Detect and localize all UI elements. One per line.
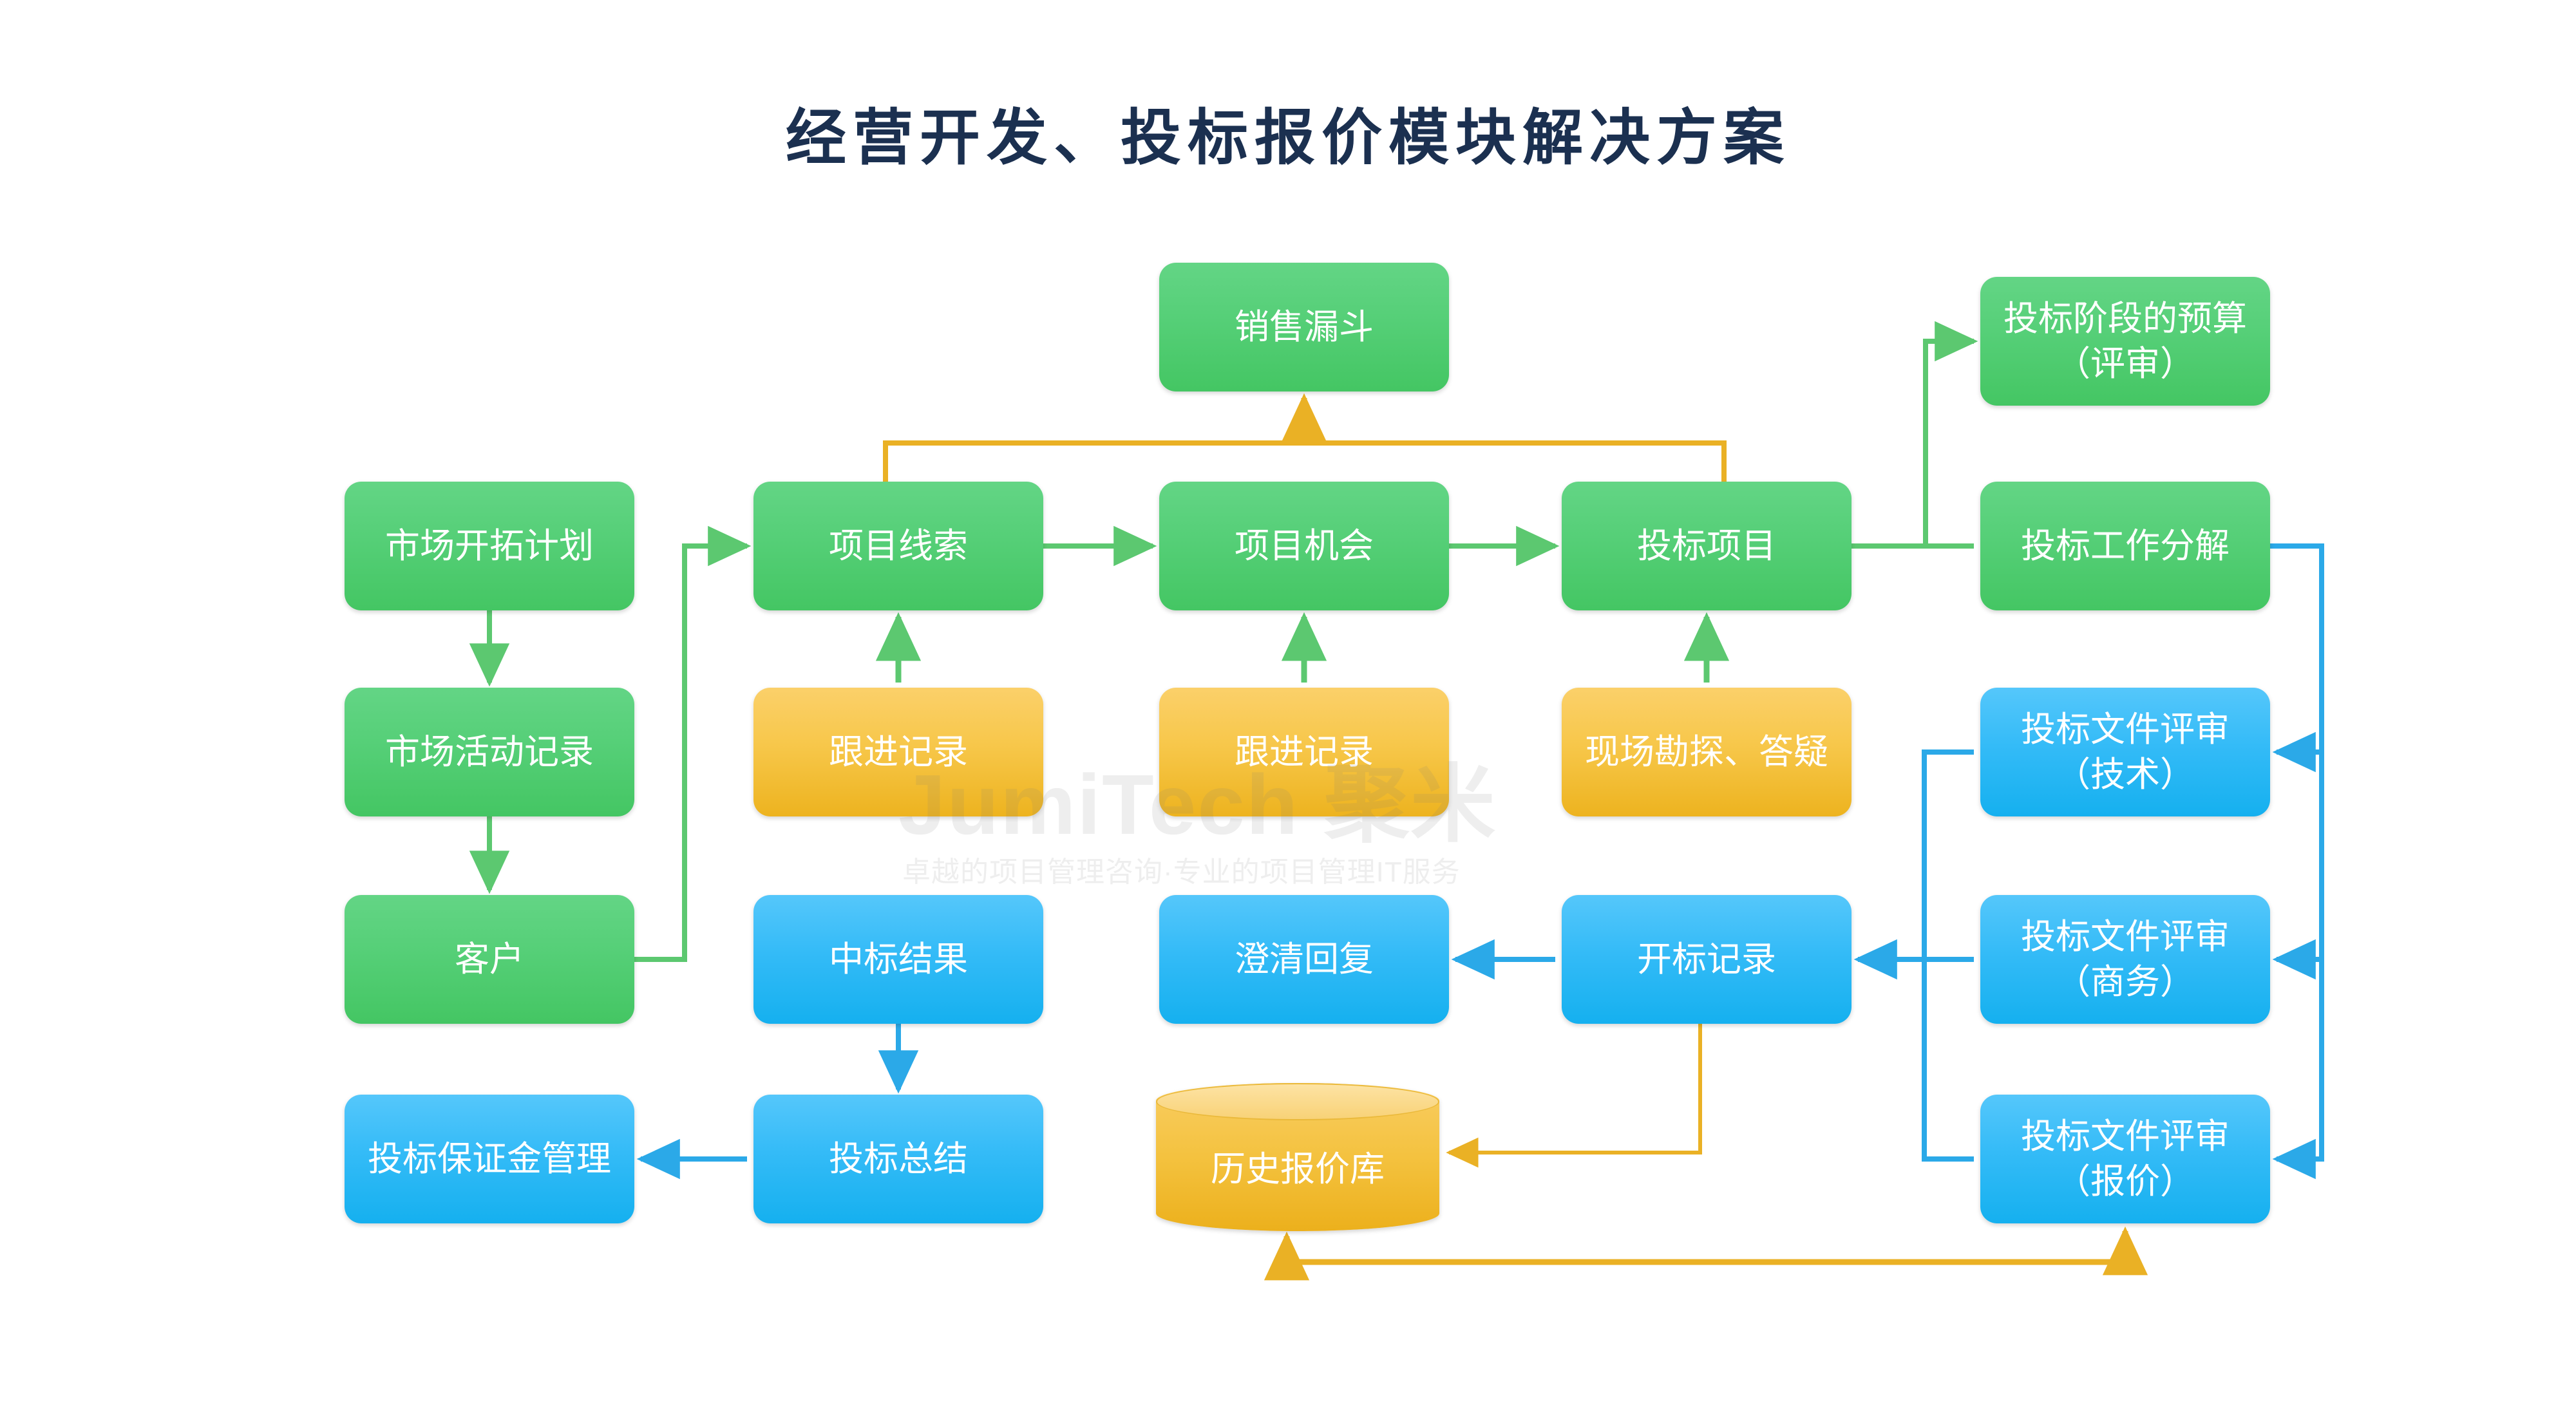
edge-bid-doc-tech-to-bus <box>1922 749 1974 959</box>
edge-project-clue-to-sales-funnel <box>883 440 1727 482</box>
node-label: 市场开拓计划 <box>385 526 594 565</box>
edge-bid-doc-price-to-bus <box>1922 959 1974 1162</box>
node-label: 销售漏斗 <box>1235 307 1374 346</box>
node-label: 中标结果 <box>829 939 968 979</box>
node-bid-wbs[interactable]: 投标工作分解 <box>1980 482 2270 610</box>
node-bid-result[interactable]: 中标结果 <box>753 895 1043 1024</box>
node-label: 投标保证金管理 <box>368 1139 611 1178</box>
node-site-survey[interactable]: 现场勘探、答疑 <box>1562 688 1852 816</box>
node-label: 市场活动记录 <box>385 732 594 771</box>
node-bid-budget-review[interactable]: 投标阶段的预算（评审） <box>1980 277 2270 406</box>
node-label: 客户 <box>455 939 524 979</box>
node-market-activity[interactable]: 市场活动记录 <box>345 688 634 816</box>
edge-bid-wbs-to-bid-budget-review <box>1923 321 1978 546</box>
node-project-clue[interactable]: 项目线索 <box>753 482 1043 610</box>
node-bid-doc-tech[interactable]: 投标文件评审（技术） <box>1980 688 2270 816</box>
node-label: 澄清回复 <box>1235 939 1374 979</box>
node-label: 投标文件评审（技术） <box>2021 710 2230 794</box>
node-label: 项目线索 <box>829 526 968 565</box>
page-title: 经营开发、投标报价模块解决方案 <box>785 104 1790 171</box>
node-customer[interactable]: 客户 <box>345 895 634 1024</box>
node-label: 投标总结 <box>829 1139 968 1178</box>
node-label: 跟进记录 <box>1235 732 1374 771</box>
node-sales-funnel[interactable]: 销售漏斗 <box>1159 263 1449 391</box>
edge-bid-wbs-to-bid-doc-tech <box>2270 543 2324 773</box>
node-market-plan[interactable]: 市场开拓计划 <box>345 482 634 610</box>
node-label: 历史报价库 <box>1211 1149 1385 1189</box>
node-follow-up-2[interactable]: 跟进记录 <box>1159 688 1449 816</box>
node-bid-open-record[interactable]: 开标记录 <box>1562 895 1852 1024</box>
node-label: 投标文件评审（报价） <box>2021 1117 2230 1201</box>
node-label: 投标文件评审（商务） <box>2021 917 2230 1001</box>
node-clarify-reply[interactable]: 澄清回复 <box>1159 895 1449 1024</box>
edge-customer-to-project-clue <box>634 525 752 962</box>
node-history-quote-db[interactable]: 历史报价库 <box>1156 1083 1439 1231</box>
edge-bid-wbs-to-bid-doc-business <box>2272 752 2324 980</box>
node-label: 开标记录 <box>1637 939 1776 979</box>
node-label: 投标项目 <box>1637 526 1776 565</box>
edge-bid-open-record-to-history-quote-db <box>1446 1024 1702 1168</box>
node-follow-up-1[interactable]: 跟进记录 <box>753 688 1043 816</box>
node-label: 项目机会 <box>1235 526 1374 565</box>
node-bid-project[interactable]: 投标项目 <box>1562 482 1852 610</box>
node-label: 现场勘探、答疑 <box>1585 732 1828 771</box>
node-bid-deposit[interactable]: 投标保证金管理 <box>345 1095 634 1223</box>
edge-bid-wbs-to-bid-doc-price <box>2272 959 2324 1180</box>
node-bid-doc-business[interactable]: 投标文件评审（商务） <box>1980 895 2270 1024</box>
node-bid-summary[interactable]: 投标总结 <box>753 1095 1043 1223</box>
node-project-opportunity[interactable]: 项目机会 <box>1159 482 1449 610</box>
node-label: 投标工作分解 <box>2021 526 2230 565</box>
node-label: 跟进记录 <box>829 732 968 771</box>
node-bid-doc-price[interactable]: 投标文件评审（报价） <box>1980 1095 2270 1223</box>
node-label: 投标阶段的预算（评审） <box>2003 299 2247 383</box>
